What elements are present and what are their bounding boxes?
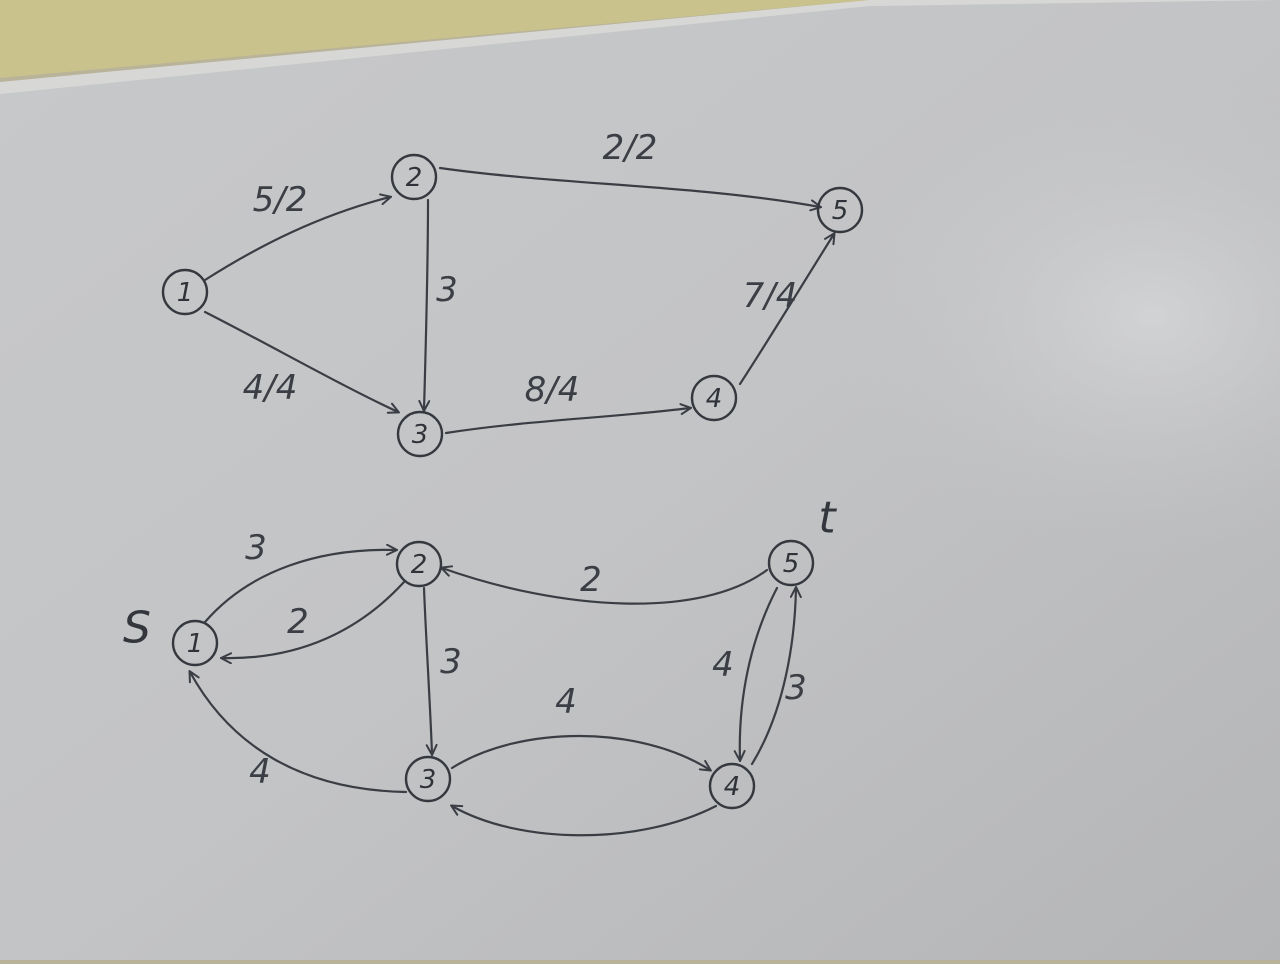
edge-5-to-2: [442, 568, 769, 605]
node-2: [390, 153, 438, 201]
node-label-3: 3: [420, 765, 437, 795]
edge-label-2-to-5: 2/2: [603, 128, 658, 168]
edge-2-to-3: [422, 586, 432, 754]
node-label-1: 1: [187, 629, 204, 659]
edge-label-2-to-1: 2: [287, 602, 309, 642]
node-label-5: 5: [783, 549, 800, 579]
node-label-1: 1: [177, 278, 194, 308]
node-label-2: 2: [411, 550, 428, 580]
edge-4-to-5: [750, 588, 796, 766]
node-5: [816, 186, 864, 234]
edge-label-3-to-1: 4: [249, 752, 271, 792]
edge-5-to-4: [740, 586, 779, 760]
node-4: [708, 762, 756, 810]
edge-label-2-to-3: 3: [440, 642, 462, 682]
node-3: [404, 755, 452, 803]
edge-label-1-to-2: 3: [245, 528, 267, 568]
sink-label: t: [818, 493, 837, 544]
node-1: [171, 619, 219, 667]
edge-3-to-4: [444, 408, 690, 435]
node-1: [161, 268, 209, 316]
node-label-4: 4: [724, 772, 741, 802]
edge-3-to-1: [190, 672, 408, 794]
node-3: [396, 410, 444, 458]
node-label-2: 2: [406, 163, 423, 193]
node-5: [767, 539, 815, 587]
edge-3-to-4: [450, 734, 710, 770]
edge-label-4-to-5: 3: [785, 668, 807, 708]
edge-4-to-5: [738, 234, 834, 386]
edge-label-1-to-3: 4/4: [243, 368, 298, 408]
edge-label-3-to-4: 4: [555, 682, 577, 722]
edge-label-5-to-2: 2: [580, 560, 602, 600]
node-label-5: 5: [832, 196, 849, 226]
edge-2-to-1: [222, 580, 406, 658]
edge-2-to-3: [424, 198, 428, 410]
edge-label-3-to-4: 8/4: [525, 370, 580, 410]
edge-label-4-to-5: 7/4: [743, 276, 798, 316]
edge-label-2-to-3: 3: [436, 270, 458, 310]
node-4: [690, 374, 738, 422]
edge-label-5-to-4: 4: [712, 645, 734, 685]
node-2: [395, 540, 443, 588]
node-label-3: 3: [412, 420, 429, 450]
edge-4-to-3: [452, 806, 718, 837]
source-label: S: [123, 603, 151, 654]
top-graph: 5/2 4/4 3 2/2 8/4 7/4 1 2 3 4 5: [161, 128, 864, 458]
edge-1-to-3: [203, 310, 398, 412]
edge-2-to-5: [438, 166, 820, 207]
edge-1-to-2: [203, 197, 390, 282]
edge-label-1-to-2: 5/2: [253, 180, 308, 220]
edge-1-to-2: [203, 550, 396, 624]
node-label-4: 4: [706, 384, 723, 414]
